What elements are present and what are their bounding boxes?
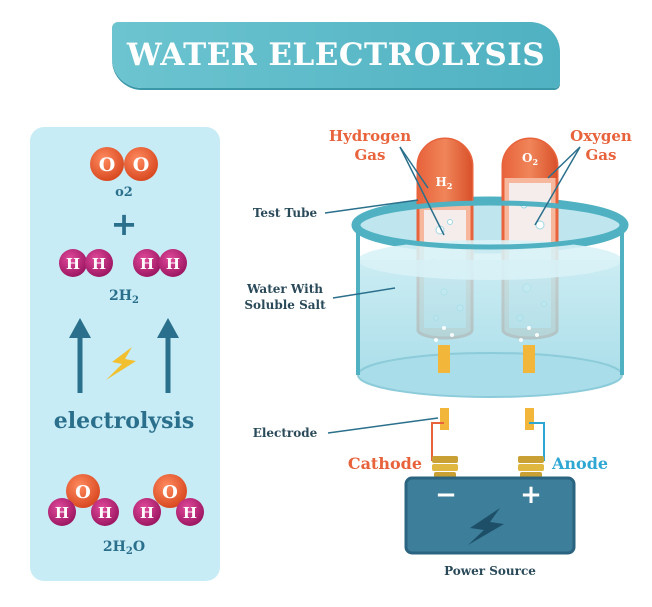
oxygen-gas-label-line2: Gas — [586, 146, 617, 164]
hydrogen-gas-label-line1: Hydrogen — [329, 127, 411, 145]
power-source-label: Power Source — [444, 564, 536, 578]
h2-tube-label-main: H — [436, 175, 447, 189]
pointer-line — [327, 417, 439, 434]
cathode-electrode — [438, 345, 450, 373]
hydrogen-atom — [133, 249, 161, 277]
oxygen-atom — [124, 147, 158, 181]
water-molecules: O O H H H H — [48, 474, 204, 526]
hydrogen-gas-label-line2: Gas — [355, 146, 386, 164]
anode-electrode — [523, 345, 535, 373]
o2-tube-label-sub: 2 — [532, 157, 538, 167]
water-label-line1: Water With — [246, 282, 323, 296]
anode-stem — [525, 408, 534, 430]
h2-label: 2H2 — [109, 288, 139, 306]
page-title: WATER ELECTROLYSIS — [126, 37, 546, 73]
o2-label: o2 — [115, 185, 133, 200]
plus-terminal-sign: + — [520, 480, 542, 510]
pointer-line — [399, 146, 445, 236]
h2-tube-label: H2 — [436, 175, 453, 191]
pointer-line — [332, 287, 396, 299]
upward-arrow-icon — [69, 318, 91, 393]
atom-label: O — [162, 482, 178, 503]
atom-label: H — [55, 504, 69, 522]
cathode-label: Cathode — [348, 454, 422, 473]
oxygen-atom — [90, 147, 124, 181]
oxygen-gas-label-line1: Oxygen — [570, 127, 632, 145]
atom-label: H — [140, 504, 154, 522]
atom-label: H — [98, 504, 112, 522]
cathode-stem — [440, 408, 449, 430]
minus-terminal-sign: − — [435, 480, 457, 510]
atom-label: H — [140, 255, 154, 273]
cathode-terminal — [432, 456, 458, 478]
process-label: electrolysis — [54, 408, 194, 434]
h2o-label-end: O — [133, 539, 145, 555]
container-bottom — [357, 352, 623, 398]
o2-tube-label-main: O — [522, 151, 532, 165]
pointer-line — [534, 146, 581, 226]
pointer-line — [324, 199, 419, 214]
hydrogen-atom — [133, 498, 161, 526]
hydrogen-atom — [91, 498, 119, 526]
atom-label: O — [99, 154, 116, 176]
water-label-line2: Soluble Salt — [244, 298, 326, 312]
anode-label: Anode — [551, 454, 608, 473]
atom-label: O — [133, 154, 150, 176]
o2-molecule: O O — [90, 147, 158, 181]
h2-tube-label-sub: 2 — [447, 181, 453, 191]
plus-sign: + — [111, 205, 138, 243]
oxygen-atom — [66, 474, 100, 508]
h2o-label-main: 2H — [103, 539, 126, 555]
hydrogen-atom — [59, 249, 87, 277]
electrode-bubbles — [434, 326, 539, 342]
test-tube-label: Test Tube — [253, 206, 318, 220]
oxygen-atom — [153, 474, 187, 508]
pointer-line — [547, 146, 581, 179]
h2-label-main: 2H — [109, 288, 132, 304]
o2-tube-label: O2 — [522, 151, 538, 167]
upward-arrow-icon — [157, 318, 179, 393]
pointer-line — [399, 146, 429, 189]
water-surface — [358, 240, 622, 280]
atom-label: H — [92, 255, 106, 273]
hydrogen-atom — [176, 498, 204, 526]
hydrogen-atom — [85, 249, 113, 277]
atom-label: H — [66, 255, 80, 273]
hydrogen-atom — [159, 249, 187, 277]
title-banner: WATER ELECTROLYSIS — [112, 22, 560, 88]
container-rim-front — [355, 200, 625, 250]
atom-label: H — [183, 504, 197, 522]
atom-label: H — [166, 255, 180, 273]
atom-label: O — [75, 482, 91, 503]
h2o-label-sub: 2 — [126, 546, 133, 557]
h2-label-sub: 2 — [132, 295, 139, 306]
lightning-icon — [106, 347, 136, 380]
electrode-label: Electrode — [253, 426, 318, 440]
h2-molecules: H H H H — [59, 249, 187, 277]
lightning-icon — [468, 508, 504, 545]
h2o-label: 2H2O — [103, 539, 145, 557]
hydrogen-atom — [48, 498, 76, 526]
anode-terminal — [518, 456, 544, 478]
